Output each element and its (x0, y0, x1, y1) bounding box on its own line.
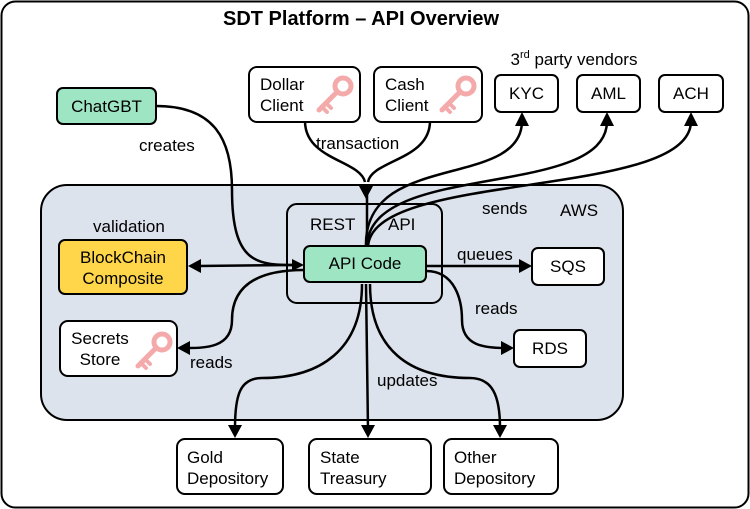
aws-label: AWS (560, 201, 598, 220)
edge-label-queues: queues (457, 245, 513, 264)
state-treasury-node (308, 438, 432, 495)
arrowhead-aml (600, 112, 614, 126)
sqs-node (531, 247, 605, 286)
dollar-client-label-1: Dollar (260, 75, 305, 94)
arrowhead-gold (228, 425, 242, 438)
edge-api-to-rds (425, 269, 506, 350)
dollar-client-label-2: Client (260, 96, 304, 115)
arrowhead-blockchain (188, 259, 201, 273)
api-code-label: API Code (329, 254, 402, 273)
arrowhead-kyc (515, 112, 529, 126)
edge-dollar-to-api (303, 120, 367, 183)
blockchain-label-2: Composite (82, 269, 163, 288)
secrets-label-1: Secrets (71, 329, 129, 348)
edge-api-to-secrets (185, 268, 305, 350)
gold-label-2: Depository (187, 469, 269, 488)
other-label-1: Other (454, 448, 497, 467)
kyc-label: KYC (509, 84, 544, 103)
edge-label-reads-rds: reads (475, 299, 518, 318)
edges (155, 104, 698, 438)
rds-node (513, 329, 587, 368)
diagram-title: SDT Platform – API Overview (223, 8, 499, 30)
edge-api-to-other (368, 283, 502, 429)
edge-label-validation: validation (93, 217, 165, 236)
edge-api-to-gold (233, 283, 364, 429)
other-label-2: Depository (454, 469, 536, 488)
arrowhead-rds (501, 341, 514, 355)
gold-label-1: Gold (187, 448, 223, 467)
arrowhead-secrets (177, 341, 190, 355)
vendors-heading: 3rd party vendors (511, 49, 638, 69)
rds-label: RDS (532, 339, 568, 358)
api-label: API (388, 215, 415, 234)
arrowhead-rest-top (359, 186, 373, 199)
edge-label-sends: sends (482, 199, 527, 218)
edge-label-reads-secrets: reads (190, 353, 233, 372)
edge-api-to-aml (365, 121, 609, 249)
ach-label: ACH (673, 84, 709, 103)
ach-node (658, 74, 724, 113)
state-label-2: Treasury (320, 469, 387, 488)
edge-api-to-ach (366, 121, 693, 249)
rest-label: REST (310, 215, 355, 234)
edge-cash-to-api (366, 120, 432, 183)
arrowhead-other (493, 425, 507, 438)
edge-api-to-state (364, 283, 370, 431)
rest-api-group (286, 203, 443, 304)
edge-label-updates: updates (377, 371, 438, 390)
arrowhead-state (361, 425, 375, 438)
chatgbt-node (56, 87, 157, 125)
state-label-1: State (320, 448, 360, 467)
edge-label-transaction: transaction (316, 134, 399, 153)
api-code-node (303, 245, 427, 283)
edge-api-blockchain (197, 263, 295, 268)
cash-client-label-1: Cash (385, 75, 425, 94)
arrowhead-ach (684, 112, 698, 126)
edge-api-to-kyc (364, 121, 524, 249)
arrowhead-sqs (519, 259, 532, 273)
blockchain-node (58, 239, 188, 295)
aml-node (576, 74, 641, 113)
secrets-label-2: Store (80, 350, 121, 369)
kyc-node (494, 74, 559, 113)
arrowhead-api-left (292, 259, 304, 271)
sqs-label: SQS (550, 257, 586, 276)
edge-label-creates: creates (139, 136, 195, 155)
edge-chatgbt-to-api (155, 104, 297, 267)
other-depository-node (443, 438, 559, 495)
cash-client-label-2: Client (385, 96, 429, 115)
blockchain-label-1: BlockChain (80, 248, 166, 267)
chatgbt-label: ChatGBT (71, 97, 142, 116)
aml-label: AML (591, 84, 626, 103)
gold-depository-node (176, 438, 284, 495)
